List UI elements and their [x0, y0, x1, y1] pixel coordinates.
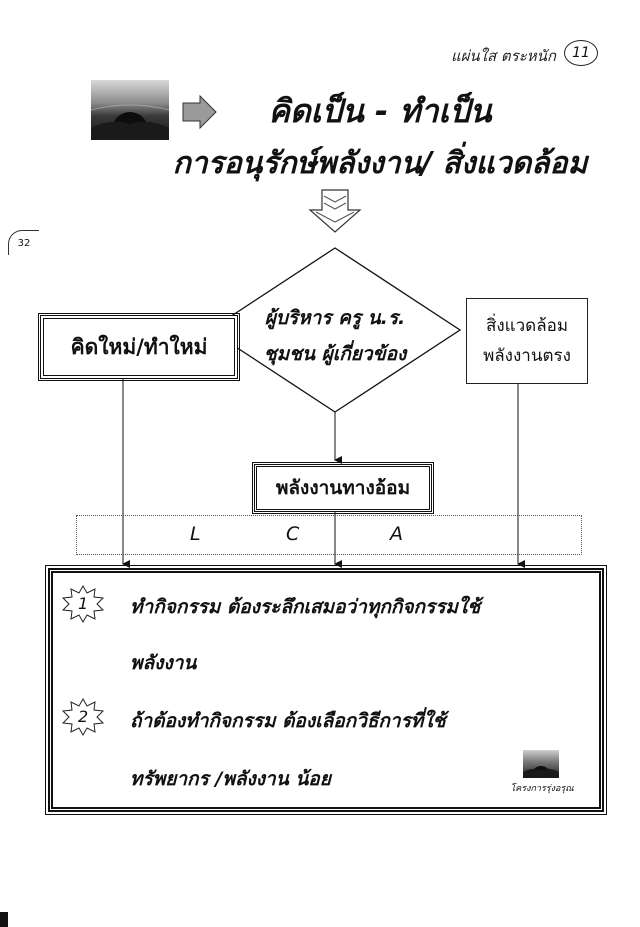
arrow-right-icon [182, 94, 217, 130]
item-2-text: ถ้าต้องทำกิจกรรม ต้องเลือกวิธีการที่ใช้ [130, 710, 446, 732]
item-1-number: 1 [78, 594, 89, 613]
page-header-label: แผ่นใส ตระหนัก [450, 47, 556, 65]
margin-page-number: 32 [8, 230, 39, 255]
lca-letter-c: C [286, 523, 300, 545]
indirect-energy-box: พลังงานทางอ้อม [252, 462, 434, 514]
lca-letter-a: A [390, 523, 403, 545]
page-number-badge: 11 [564, 40, 598, 66]
lca-letter-l: L [190, 523, 201, 545]
arrow-down-icon [308, 189, 362, 233]
think-new-box: คิดใหม่/ทำใหม่ [38, 313, 240, 381]
title-line-2: การอนุรักษ์พลังงาน/ สิ่งแวดล้อม [172, 146, 588, 181]
star-badge-icon [60, 697, 106, 737]
item-2-number: 2 [78, 707, 89, 726]
environment-box: สิ่งแวดล้อม พลังงานตรง [466, 298, 588, 384]
diamond-label-line-2: ชุมชน ผู้เกี่ยวข้อง [263, 343, 407, 365]
footer-logo-text: โครงการรุ่งอรุณ [510, 784, 574, 794]
corner-mark [0, 912, 8, 927]
item-1-continuation: พลังงาน [130, 652, 197, 674]
footer-logo-icon [523, 750, 559, 778]
environment-box-line-1: สิ่งแวดล้อม [485, 316, 569, 336]
main-guideline-box [45, 565, 607, 815]
diamond-label-line-1: ผู้บริหาร ครู น.ร. [264, 307, 406, 329]
star-badge-icon [60, 584, 106, 624]
title-line-1: คิดเป็น - ทำเป็น [268, 92, 492, 130]
environment-box-line-2: พลังงานตรง [483, 346, 571, 366]
lca-band [76, 515, 582, 555]
diamond-label: ผู้บริหาร ครู น.ร. ชุมชน ผู้เกี่ยวข้อง [245, 300, 425, 372]
logo-icon [91, 80, 169, 140]
item-2-continuation: ทรัพยากร /พลังงาน น้อย [130, 768, 331, 790]
item-1-text: ทำกิจกรรม ต้องระลึกเสมอว่าทุกกิจกรรมใช้ [130, 596, 481, 618]
